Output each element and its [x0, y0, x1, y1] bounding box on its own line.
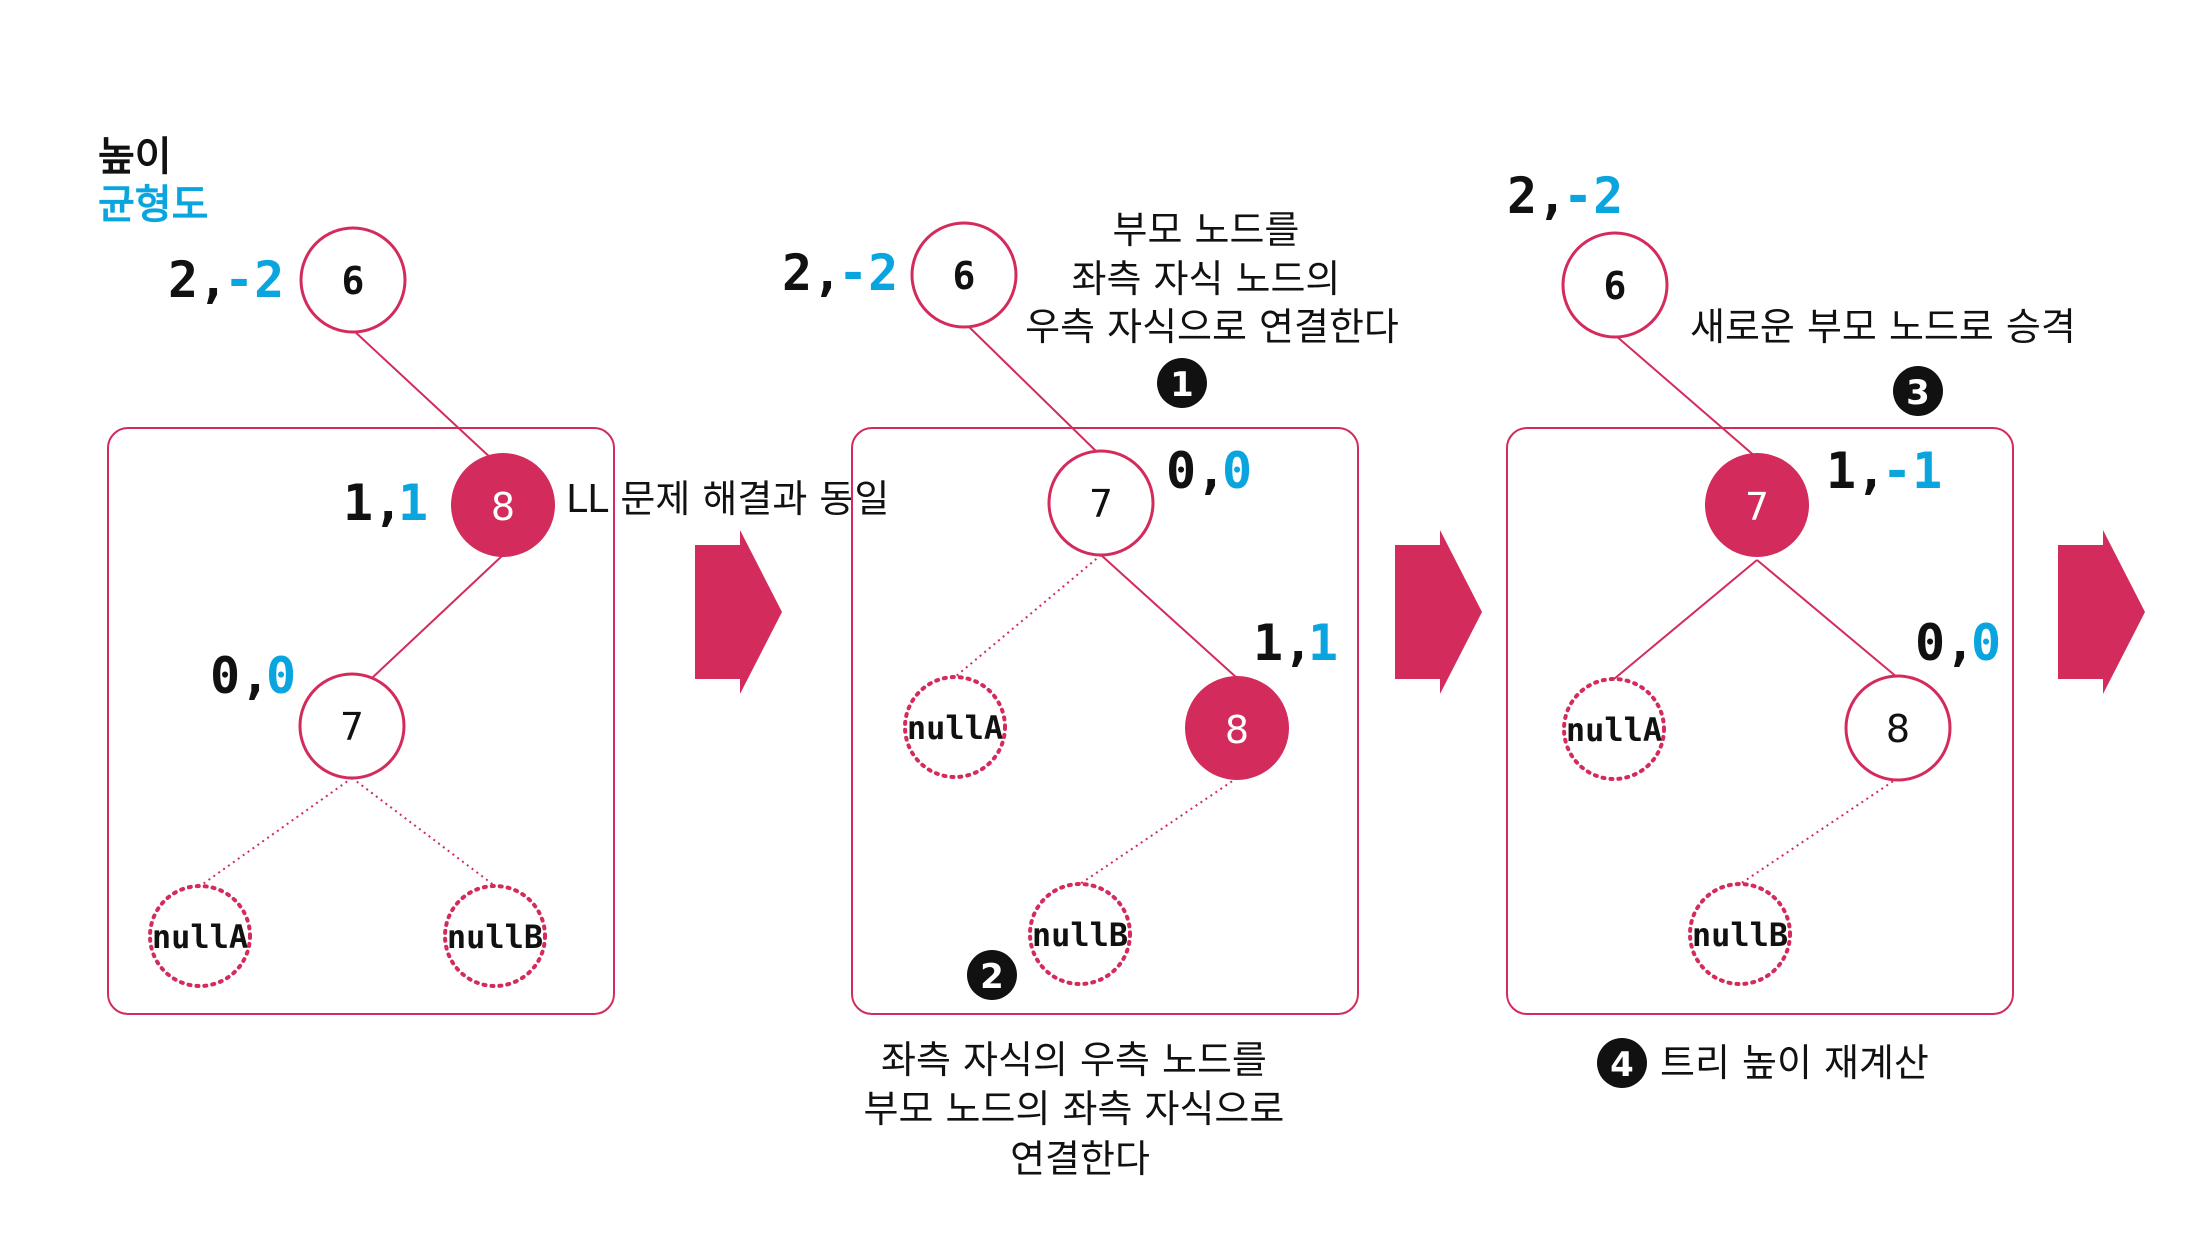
- null-node-a: [148, 884, 252, 988]
- node-6: [910, 221, 1018, 329]
- node-6-balance: -2: [1563, 167, 1623, 225]
- edge: [352, 329, 494, 461]
- step-2-text: 좌측 자식의 우측 노드를 부모 노드의 좌측 자식으로 연결한다: [864, 1038, 1297, 1181]
- step-4-number: 4: [1610, 1045, 1634, 1085]
- legend-balance: 균형도: [98, 182, 208, 228]
- null-node-a-label: nullA: [1566, 711, 1662, 749]
- node-7-height: 1,: [1826, 442, 1886, 500]
- step-2-number: 2: [980, 957, 1004, 997]
- null-node-b-label: nullB: [1692, 916, 1788, 954]
- node-6-label: 6: [342, 259, 365, 303]
- step-1-text: 부모 노드를 좌측 자식 노드의 우측 자식으로 연결한다: [1025, 208, 1399, 349]
- panel-3: 6 2, -2 7 1, -1 nullA 8 0, 0 nullB 새로운 부…: [1506, 167, 2076, 1088]
- step-3-badge: [1893, 366, 1943, 416]
- null-node-a: [903, 675, 1007, 779]
- node-8-label: 8: [491, 485, 515, 529]
- edge: [963, 321, 1101, 456]
- node-7: [298, 672, 406, 780]
- node-7: [1705, 453, 1809, 557]
- node-7-balance: 0: [266, 647, 296, 705]
- node-8-label: 8: [1886, 707, 1910, 751]
- step-2-line: 부모 노드의 좌측 자식으로: [864, 1087, 1285, 1131]
- node-7-label: 7: [1089, 482, 1113, 526]
- edge: [1756, 559, 1899, 679]
- step-4-badge: [1597, 1038, 1647, 1088]
- step-1-number: 1: [1170, 365, 1194, 405]
- edge-null: [199, 777, 353, 887]
- node-7-label: 7: [1745, 485, 1769, 529]
- node-8-height: 0,: [1915, 614, 1975, 672]
- node-8: [451, 453, 555, 557]
- step-1-badge: [1157, 358, 1207, 408]
- null-node-a-label: nullA: [152, 918, 248, 956]
- null-node-b: [1688, 882, 1792, 986]
- node-6-height: 2,: [1507, 167, 1567, 225]
- node-7-height: 0,: [210, 647, 270, 705]
- subtree-frame: [851, 427, 1359, 1015]
- node-6-label: 6: [953, 254, 976, 298]
- node-8-balance: 1: [398, 474, 428, 532]
- step-3-number: 3: [1906, 373, 1930, 413]
- node-6: [299, 226, 407, 334]
- step-2-line: 좌측 자식의 우측 노드를: [881, 1038, 1267, 1082]
- null-node-b: [443, 884, 547, 988]
- edge-null: [1079, 777, 1238, 885]
- subtree-frame: [107, 427, 615, 1015]
- null-node-b-label: nullB: [447, 918, 543, 956]
- null-node-b: [1028, 882, 1132, 986]
- node-8-height: 1,: [1253, 614, 1313, 672]
- panel-1: 6 2, -2 8 1, 1 LL 문제 해결과 동일 7 0, 0 nullA…: [107, 226, 889, 1015]
- panel-2: 6 2, -2 7 0, 0 8 1, 1 nullA nullB 부모 노드를…: [782, 208, 1399, 1181]
- edge: [1100, 554, 1238, 679]
- step-3-text: 새로운 부모 노드로 승격: [1690, 305, 2076, 349]
- subtree-frame: [1506, 427, 2014, 1015]
- arrow-right-icon: [2058, 530, 2145, 694]
- step-2-badge: [967, 950, 1017, 1000]
- node-8: [1185, 676, 1289, 780]
- step-4-text: 트리 높이 재계산: [1660, 1041, 1929, 1085]
- node-8: [1844, 674, 1952, 782]
- node-7-balance: 0: [1222, 442, 1252, 500]
- node-6-balance: -2: [224, 251, 284, 309]
- node-6-height: 2,: [168, 251, 228, 309]
- node-8-balance: 0: [1971, 614, 2001, 672]
- edge: [1613, 559, 1758, 680]
- node-7-label: 7: [340, 705, 364, 749]
- step-1-line: 좌측 자식 노드의: [1072, 257, 1341, 301]
- note-ll: LL 문제 해결과 동일: [566, 477, 889, 521]
- legend-height: 높이: [98, 134, 172, 180]
- null-node-b-label: nullB: [1032, 916, 1128, 954]
- node-6: [1561, 231, 1669, 339]
- arrow-right-icon: [1395, 530, 1482, 694]
- node-7: [1047, 449, 1155, 557]
- step-1-line: 부모 노드를: [1113, 208, 1300, 252]
- null-node-a: [1562, 677, 1666, 781]
- step-2-line: 연결한다: [1010, 1137, 1150, 1181]
- edge: [1614, 334, 1758, 459]
- edge-null: [954, 554, 1102, 678]
- node-7-balance: -1: [1882, 442, 1942, 500]
- node-6-label: 6: [1604, 264, 1627, 308]
- node-7-height: 0,: [1166, 442, 1226, 500]
- node-8-height: 1,: [343, 474, 403, 532]
- node-6-height: 2,: [782, 244, 842, 302]
- edge: [371, 554, 504, 679]
- arrow-right-icon: [695, 530, 782, 694]
- step-1-line: 우측 자식으로 연결한다: [1025, 305, 1399, 349]
- node-8-label: 8: [1225, 708, 1249, 752]
- node-6-balance: -2: [838, 244, 898, 302]
- node-8-balance: 1: [1308, 614, 1338, 672]
- edge-null: [351, 777, 496, 887]
- edge-null: [1739, 777, 1899, 885]
- null-node-a-label: nullA: [907, 709, 1003, 747]
